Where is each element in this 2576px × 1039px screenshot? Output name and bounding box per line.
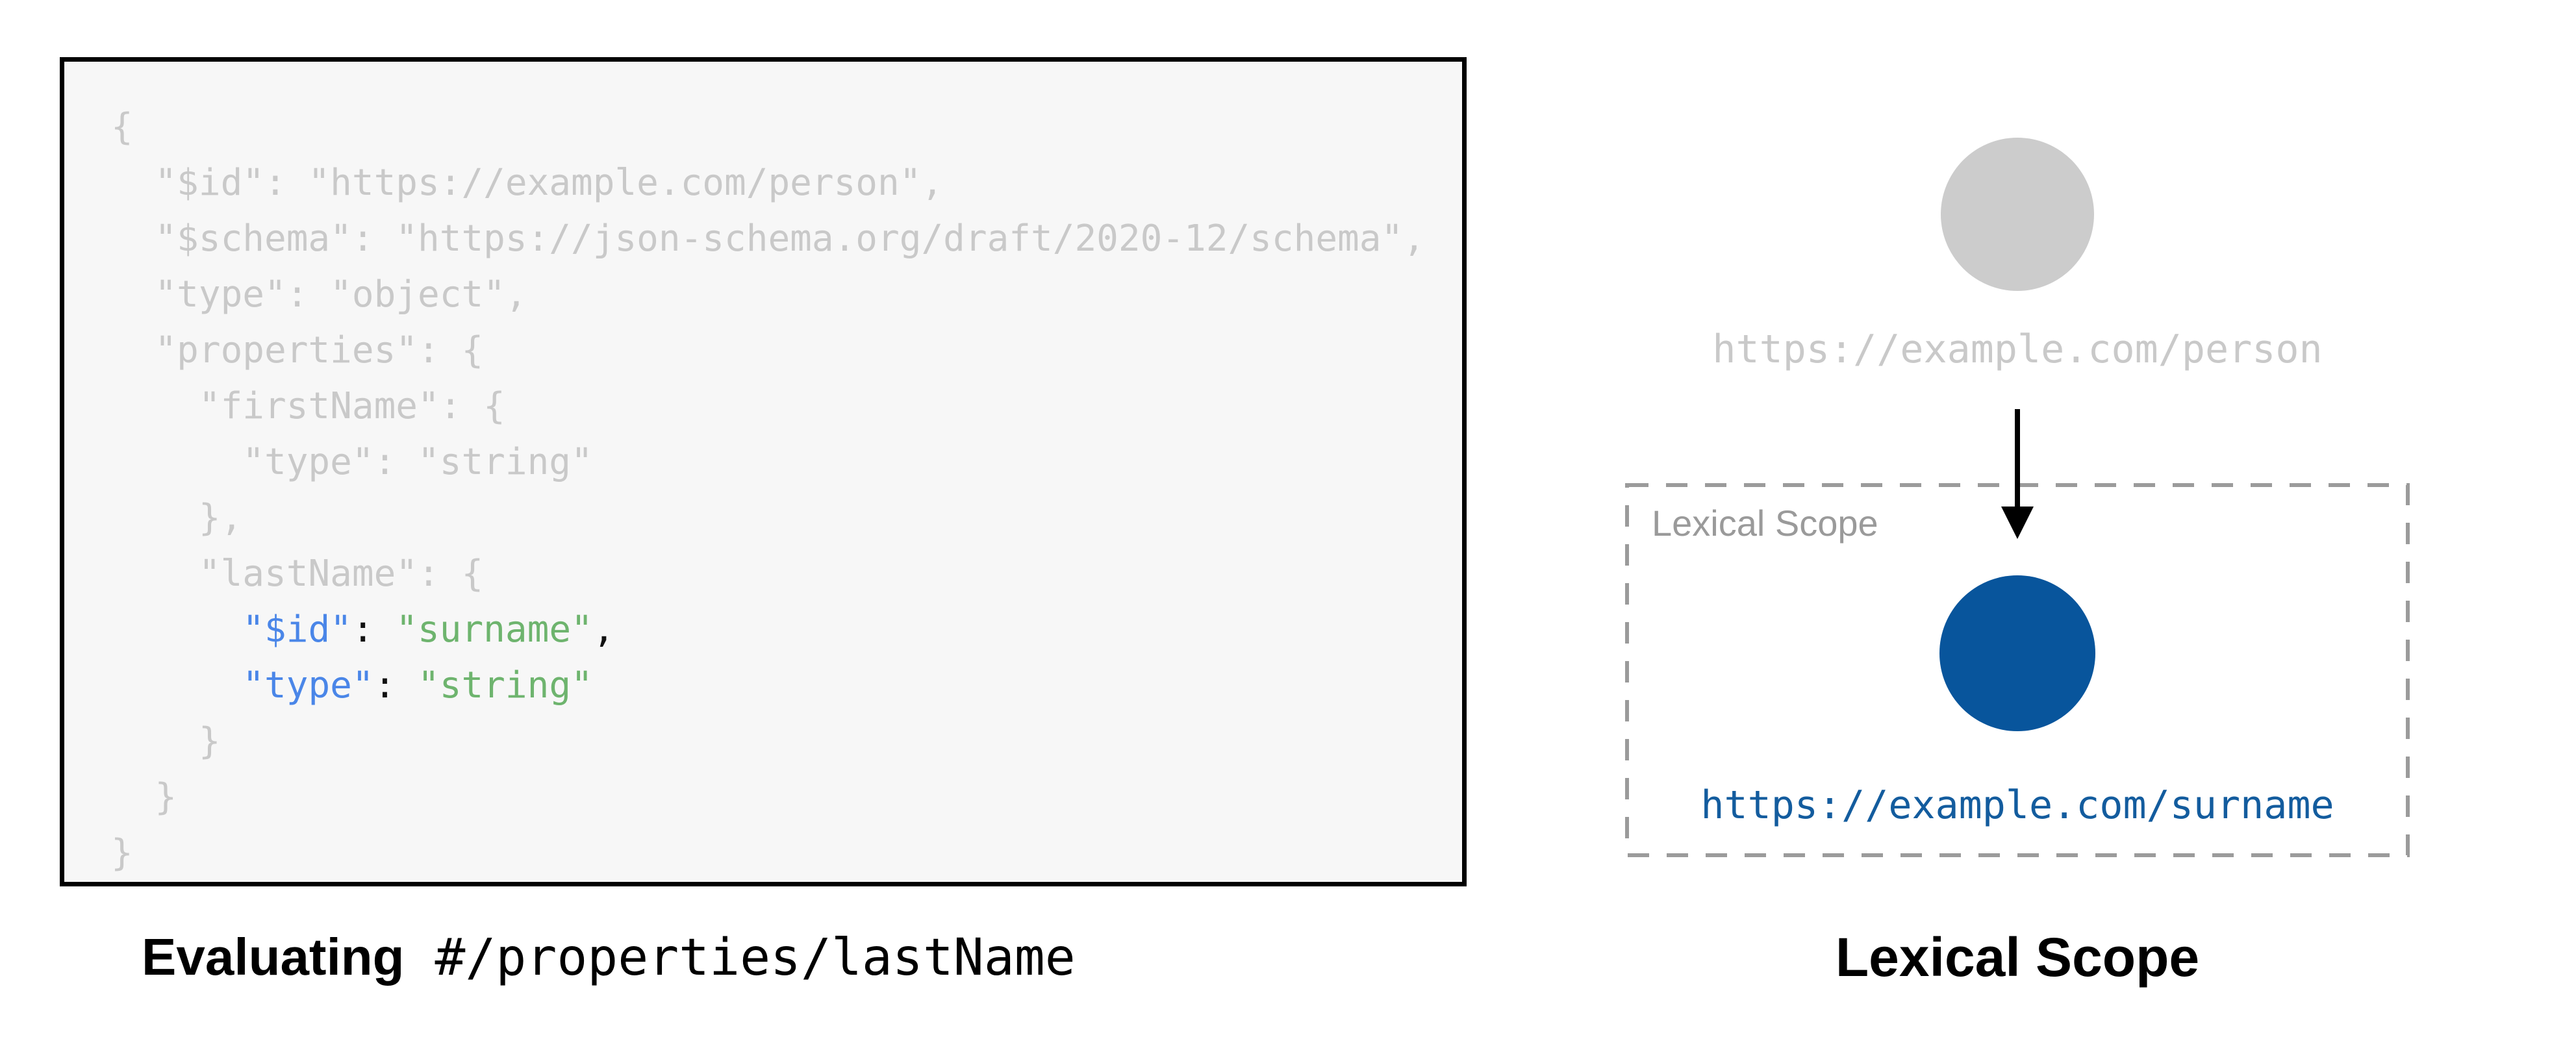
code-line: "$schema": "https://json-schema.org/draf…: [111, 218, 1425, 260]
parent-schema-uri-label: https://example.com/person: [1712, 327, 2323, 372]
code-line: }: [111, 776, 177, 818]
code-line: "type": "string": [111, 441, 593, 483]
code-line: "type": "object",: [111, 273, 527, 316]
lexical-scope-caption: Lexical Scope: [1835, 927, 2200, 988]
evaluating-caption-bold: Evaluating: [142, 928, 405, 986]
code-line: "firstName": {: [111, 385, 505, 427]
code-line: }: [111, 720, 221, 762]
evaluating-caption-pointer: #/properties/lastName: [404, 929, 1076, 987]
child-schema-circle: [1939, 575, 2095, 731]
code-line: },: [111, 497, 243, 539]
code-line: "properties": {: [111, 329, 484, 371]
lexical-scope-box-label: Lexical Scope: [1652, 503, 1878, 544]
code-line: "lastName": {: [111, 553, 484, 595]
code-block: { "$id": "https://example.com/person", "…: [64, 62, 1462, 881]
parent-schema-circle: [1941, 138, 2094, 291]
code-line: }: [111, 832, 133, 874]
code-line: "$id": "surname",: [242, 608, 615, 651]
arrow-head-icon: [2001, 507, 2034, 539]
child-schema-uri-label: https://example.com/surname: [1700, 782, 2334, 828]
code-line: "type": "string": [242, 664, 593, 707]
evaluating-caption: Evaluating #/properties/lastName: [142, 925, 1076, 1005]
code-line: {: [111, 106, 133, 148]
code-line: "$id": "https://example.com/person",: [111, 162, 944, 204]
json-schema-code-panel: { "$id": "https://example.com/person", "…: [60, 57, 1467, 886]
